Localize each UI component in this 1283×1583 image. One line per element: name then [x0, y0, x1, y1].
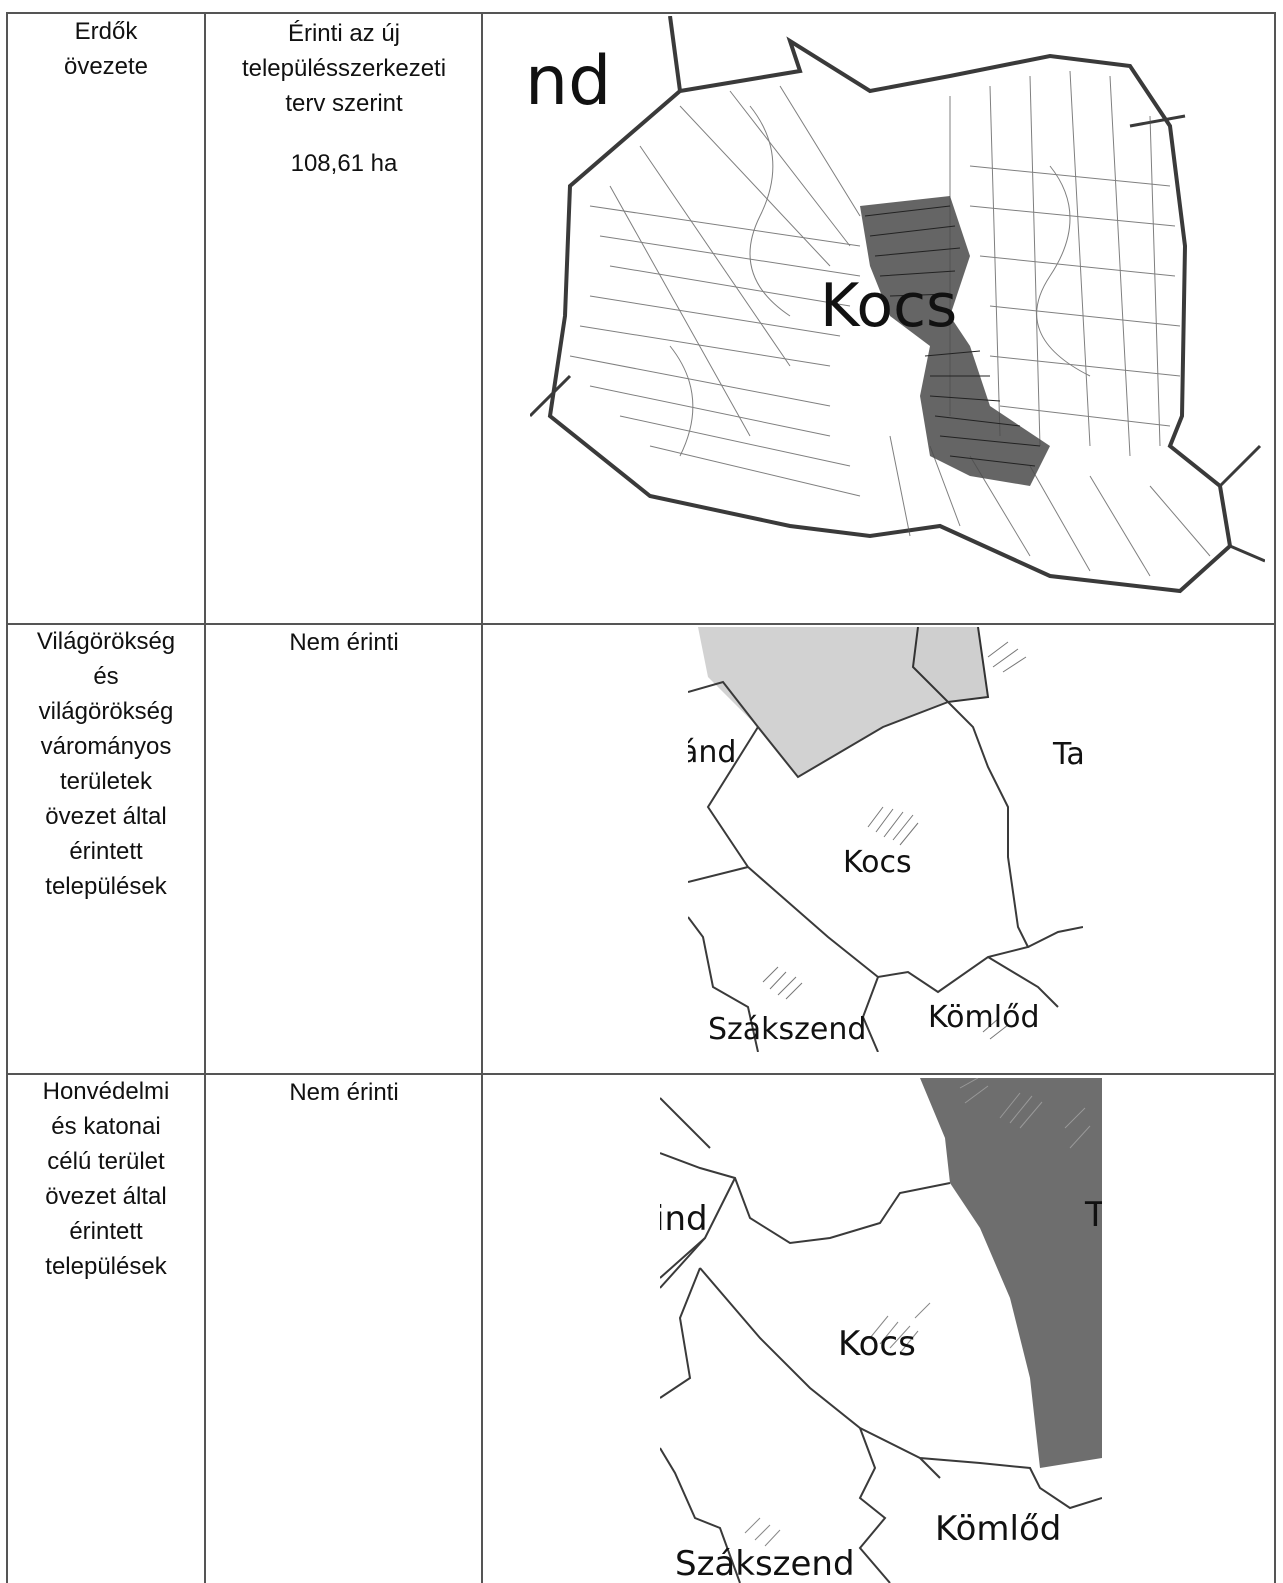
- row2-zone-line: települések: [45, 873, 167, 900]
- municipal-boundaries: [660, 1097, 1102, 1583]
- row2-zone-line: övezet által: [45, 803, 167, 830]
- row3-zone-line: célú terület: [47, 1148, 165, 1175]
- table-rule-col1: [204, 12, 206, 1583]
- map-label-szakszend: Szákszend: [708, 1012, 866, 1047]
- neighbour-boundary: [1229, 544, 1265, 563]
- neighbour-boundary: [668, 16, 682, 92]
- settlement-hatch: [762, 641, 1027, 1040]
- row2-zone-line: és: [93, 663, 119, 690]
- municipal-boundaries: [688, 680, 1083, 1052]
- forest-zone-map: nd Kocs: [530, 16, 1265, 621]
- map-label-nd: nd: [530, 42, 611, 121]
- row1-status-line: terv szerint: [285, 90, 403, 117]
- row1-zone-line: övezete: [63, 53, 149, 80]
- row3-zone-line: Honvédelmi: [42, 1078, 170, 1105]
- row1-status-line: Érinti az új: [287, 20, 401, 47]
- neighbour-boundary: [1129, 114, 1186, 128]
- row2-zone-line: érintett: [69, 838, 143, 865]
- village-parcels: [864, 205, 1041, 467]
- row2-status-line: Nem érinti: [289, 629, 399, 656]
- municipality-boundary: [547, 36, 1233, 594]
- table-rule-row2: [6, 1073, 1276, 1075]
- row3-status-line: Nem érinti: [289, 1079, 399, 1106]
- table-rule-col2: [481, 12, 483, 1583]
- row3-zone-line: övezet által: [45, 1183, 167, 1210]
- military-zone-map: ind T Kocs Szákszend Kömlőd: [660, 1078, 1102, 1583]
- map-label-ta: Ta: [1052, 737, 1083, 772]
- row2-status: Nem érinti: [208, 625, 480, 660]
- row2-zone-line: világörökség: [38, 698, 174, 725]
- row3-zone-line: és katonai: [51, 1113, 161, 1140]
- parcel-lines: [569, 70, 1211, 577]
- map-label-komlod: Kömlőd: [935, 1509, 1061, 1549]
- neighbour-boundary: [1218, 444, 1262, 488]
- map-label-szakszend: Szákszend: [675, 1544, 855, 1583]
- row1-area: 108,61 ha: [290, 150, 398, 177]
- village-core: [860, 196, 1050, 486]
- table-rule-right: [1274, 12, 1276, 1583]
- map-label-kocs: Kocs: [838, 1324, 916, 1364]
- row3-status: Nem érinti: [208, 1075, 480, 1110]
- military-hatch: [959, 1078, 1091, 1149]
- map-label-ind: ind: [660, 1199, 708, 1239]
- row1-zone-name: Erdők övezete: [8, 14, 204, 84]
- settlement-hatch: [744, 1302, 931, 1547]
- map-label-kocs: Kocs: [820, 271, 957, 341]
- table-rule-left: [6, 12, 8, 1583]
- row3-zone-line: érintett: [69, 1218, 143, 1245]
- map-label-t: T: [1084, 1195, 1102, 1235]
- row2-zone-line: várományos: [40, 733, 172, 760]
- row1-status: Érinti az új településszerkezeti terv sz…: [208, 16, 480, 181]
- neighbour-boundary: [530, 374, 572, 418]
- row2-zone-line: területek: [59, 768, 153, 795]
- table-rule-row1: [6, 623, 1276, 625]
- map-label-komlod: Kömlőd: [928, 1000, 1040, 1035]
- row2-zone-name: Világörökség és világörökség várományos …: [8, 624, 204, 904]
- row2-zone-line: Világörökség: [36, 628, 176, 655]
- row1-zone-line: Erdők: [74, 18, 138, 45]
- map-label-kocs: Kocs: [843, 845, 912, 880]
- table-rule-top: [6, 12, 1276, 14]
- world-heritage-map: ánd Ta Kocs Szákszend Kömlőd: [688, 627, 1083, 1052]
- row3-zone-line: települések: [45, 1253, 167, 1280]
- military-area: [920, 1078, 1102, 1468]
- map-label-and: ánd: [688, 735, 736, 770]
- row3-zone-name: Honvédelmi és katonai célú terület öveze…: [8, 1074, 204, 1284]
- row1-status-line: településszerkezeti: [241, 55, 447, 82]
